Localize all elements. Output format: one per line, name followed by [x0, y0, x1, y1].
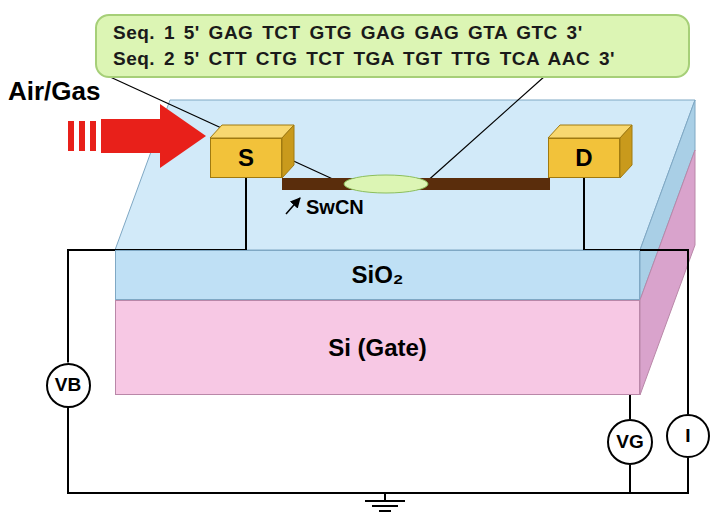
oxide-layer: SiO₂: [115, 250, 640, 300]
circuit-wire: [68, 408, 688, 494]
node-text: Seq. 2 5' CTT CTG TCT TGA TGT TTG TCA AA…: [113, 46, 615, 72]
dna-spot: [344, 175, 428, 193]
node-text: S: [238, 144, 254, 172]
electrode-side: [620, 125, 632, 178]
electrode-top: [210, 125, 294, 138]
node-text: VB: [55, 374, 81, 396]
flow-arrow-head: [160, 104, 206, 168]
node-text: VG: [616, 431, 643, 453]
sequence-callout: Seq. 1 5' GAG TCT GTG GAG GAG GTA GTC 3'…: [95, 14, 690, 78]
flow-arrow-stripe: [79, 121, 85, 151]
ground-symbol: [379, 510, 391, 512]
ground-symbol: [384, 493, 386, 501]
gas-flow-label: Air/Gas: [8, 76, 101, 107]
ground-symbol: [372, 505, 398, 507]
drain-electrode: D: [548, 138, 620, 178]
flow-arrow-stripe: [68, 121, 74, 151]
pointer-arrow: [286, 198, 300, 214]
gate-voltage-source: VG: [607, 419, 653, 465]
flow-arrow-stripe: [90, 121, 96, 151]
circuit-wire: [629, 395, 631, 419]
node-text: Si (Gate): [328, 334, 427, 362]
gate-layer: Si (Gate): [115, 300, 640, 395]
ground-symbol: [365, 500, 405, 502]
flow-arrow-body: [101, 119, 161, 153]
ammeter: I: [666, 414, 710, 458]
gate-side-face: [640, 150, 695, 395]
oxide-top-face: [115, 100, 695, 250]
source-electrode: S: [210, 138, 282, 178]
electrode-top: [548, 125, 632, 138]
electrode-side: [282, 125, 294, 178]
node-text: SiO₂: [351, 261, 403, 289]
circuit-wire: [68, 408, 630, 494]
node-text: Seq. 1 5' GAG TCT GTG GAG GAG GTA GTC 3': [113, 20, 583, 46]
leader-line: [424, 76, 545, 184]
voltage-source: VB: [46, 363, 91, 408]
node-text: D: [575, 144, 592, 172]
nanotube-label: SwCN: [306, 196, 364, 219]
node-text: I: [685, 425, 690, 447]
